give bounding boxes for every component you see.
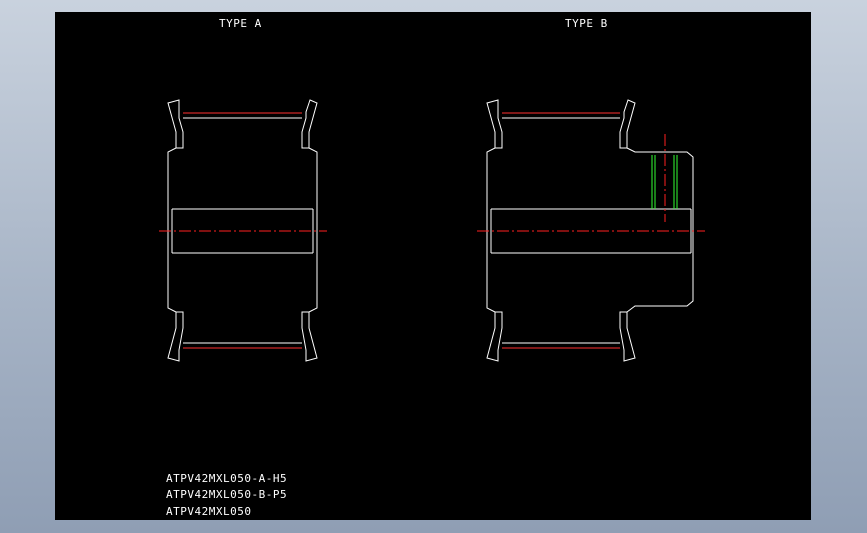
- type-b-flange-bottom-right: [619, 311, 636, 362]
- view-b-title: TYPE B: [565, 17, 608, 30]
- type-b-hub-body: [486, 147, 694, 313]
- part-number-2: ATPV42MXL050-B-P5: [166, 488, 287, 501]
- type-a-pulley: [159, 99, 327, 362]
- type-b-flange-bottom-left: [486, 311, 503, 362]
- type-a-hub-body: [167, 147, 318, 313]
- type-a-flange-top-right: [301, 99, 318, 149]
- type-a-flange-bottom-right: [301, 311, 318, 362]
- view-a-title: TYPE A: [219, 17, 262, 30]
- cad-drawing: TYPE A TYPE B: [159, 17, 705, 518]
- type-b-flange-top-right: [619, 99, 636, 149]
- type-a-flange-top-left: [167, 99, 184, 149]
- part-number-3: ATPV42MXL050: [166, 505, 251, 518]
- drawing-canvas: TYPE A TYPE B: [55, 12, 811, 520]
- part-number-1: ATPV42MXL050-A-H5: [166, 472, 287, 485]
- type-b-flange-top-left: [486, 99, 503, 149]
- type-b-pulley: [477, 99, 705, 362]
- type-a-flange-bottom-left: [167, 311, 184, 362]
